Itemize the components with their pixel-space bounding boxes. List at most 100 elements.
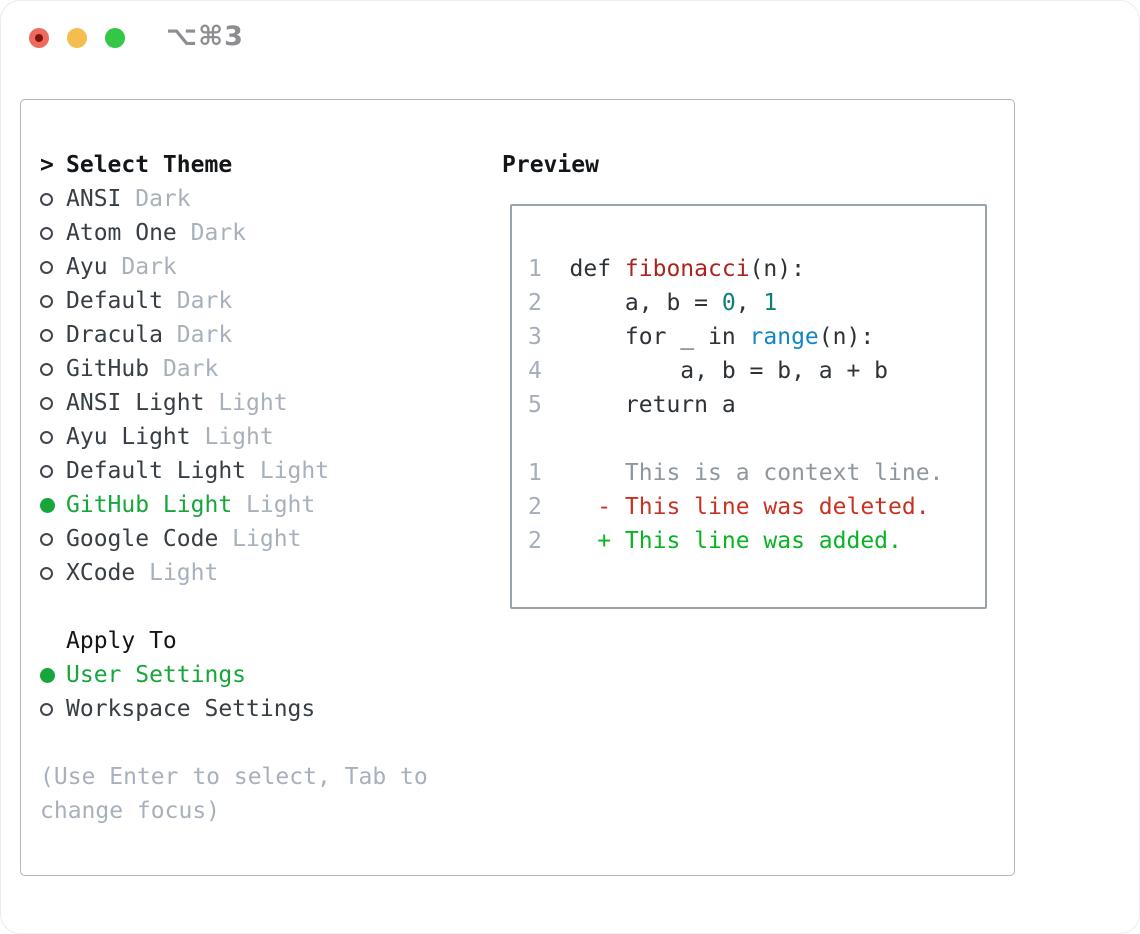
- code-token-number: 1: [763, 290, 778, 316]
- code-token-diff_deleted: - This line was deleted.: [569, 494, 930, 520]
- preview-title: Preview: [502, 152, 599, 178]
- line-number: 1: [528, 460, 542, 486]
- option-label: Default: [66, 288, 163, 314]
- option-label: GitHub Light: [66, 492, 233, 518]
- preview-code-line: 3 for _ in range(n):: [528, 320, 969, 354]
- preview-code-line: 1 def fibonacci(n):: [528, 252, 969, 286]
- radio-unselected-icon: [40, 430, 66, 444]
- code-token-code_text: (n):: [749, 256, 805, 282]
- preview-code-line: 2 + This line was added.: [528, 524, 969, 558]
- theme-option-ansi-light[interactable]: ANSI Light Light: [40, 386, 502, 420]
- preview-code-line: 2 a, b = 0, 1: [528, 286, 969, 320]
- variant-label: Dark: [162, 288, 233, 314]
- code-token-diff_added: + This line was added.: [569, 528, 902, 554]
- radio-unselected-icon: [40, 464, 66, 478]
- preview-code-line: 1 This is a context line.: [528, 456, 969, 490]
- line-number: 4: [528, 358, 542, 384]
- option-label: XCode: [66, 560, 136, 586]
- radio-selected-icon: [40, 497, 66, 513]
- radio-unselected-icon: [40, 260, 66, 274]
- theme-option-default-light[interactable]: Default Light Light: [40, 454, 502, 488]
- window-title: ⌥⌘3: [166, 21, 244, 52]
- radio-unselected-icon: [40, 362, 66, 376]
- minimize-button[interactable]: [67, 28, 87, 48]
- variant-label: Dark: [162, 322, 233, 348]
- cursor-marker: >: [40, 152, 66, 178]
- select-theme-title: Select Theme: [66, 152, 233, 178]
- traffic-lights: [29, 28, 125, 48]
- radio-unselected-icon: [40, 294, 66, 308]
- preview-code-line: [528, 422, 969, 456]
- option-label: Google Code: [66, 526, 219, 552]
- radio-unselected-icon: [40, 566, 66, 580]
- radio-unselected-icon: [40, 226, 66, 240]
- spacer: [40, 726, 502, 760]
- select-theme-header: > Select Theme: [40, 148, 502, 182]
- code-token-code_text: ,: [735, 290, 764, 316]
- zoom-button[interactable]: [105, 28, 125, 48]
- option-label: Atom One: [66, 220, 177, 246]
- option-label: GitHub: [66, 356, 150, 382]
- radio-unselected-icon: [40, 532, 66, 546]
- radio-unselected-icon: [40, 192, 66, 206]
- theme-option-google-code[interactable]: Google Code Light: [40, 522, 502, 556]
- option-label: Default Light: [66, 458, 247, 484]
- radio-unselected-icon: [40, 702, 66, 716]
- code-token-function: fibonacci: [624, 256, 750, 282]
- code-token-code_text: return a: [569, 392, 736, 418]
- variant-label: Light: [190, 424, 274, 450]
- variant-label: Dark: [176, 220, 247, 246]
- theme-option-github-light[interactable]: GitHub Light Light: [40, 488, 502, 522]
- apply-option-workspace-settings[interactable]: Workspace Settings: [40, 692, 502, 726]
- preview-code-line: 2 - This line was deleted.: [528, 490, 969, 524]
- variant-label: Light: [218, 526, 302, 552]
- cursor-glyph: >: [40, 152, 54, 178]
- theme-option-github[interactable]: GitHub Dark: [40, 352, 502, 386]
- preview-code-line: 5 return a: [528, 388, 969, 422]
- option-label: ANSI Light: [66, 390, 205, 416]
- line-number: 2: [528, 494, 542, 520]
- preview-code-line: 4 a, b = b, a + b: [528, 354, 969, 388]
- apply-option-user-settings[interactable]: User Settings: [40, 658, 502, 692]
- code-token-code_text: def: [569, 256, 625, 282]
- hint-text-line-1: (Use Enter to select, Tab to: [40, 764, 428, 790]
- hint-text-line-2: change focus): [40, 798, 221, 824]
- radio-unselected-icon: [40, 396, 66, 410]
- theme-option-ansi[interactable]: ANSI Dark: [40, 182, 502, 216]
- option-label: User Settings: [66, 662, 247, 688]
- code-token-context: This is a context line.: [569, 460, 944, 486]
- theme-option-default[interactable]: Default Dark: [40, 284, 502, 318]
- code-token-builtin: range: [749, 324, 819, 350]
- variant-label: Dark: [121, 186, 191, 212]
- code-token-code_text: (n):: [818, 324, 875, 350]
- close-button[interactable]: [29, 28, 49, 48]
- theme-option-ayu-light[interactable]: Ayu Light Light: [40, 420, 502, 454]
- title-bar: ⌥⌘3: [1, 1, 1139, 71]
- code-token-code_text: a, b = b, a + b: [569, 358, 889, 384]
- option-label: Ayu Light: [66, 424, 191, 450]
- theme-option-dracula[interactable]: Dracula Dark: [40, 318, 502, 352]
- variant-label: Light: [232, 492, 316, 518]
- option-label: Workspace Settings: [66, 696, 316, 722]
- line-number: 2: [528, 528, 542, 554]
- theme-option-xcode[interactable]: XCode Light: [40, 556, 502, 590]
- line-number: 5: [528, 392, 542, 418]
- option-label: ANSI: [66, 186, 122, 212]
- theme-option-atom-one[interactable]: Atom One Dark: [40, 216, 502, 250]
- option-label: Dracula: [66, 322, 163, 348]
- line-number: 3: [528, 324, 542, 350]
- line-number: 2: [528, 290, 542, 316]
- variant-label: Light: [135, 560, 219, 586]
- variant-label: Light: [204, 390, 288, 416]
- theme-option-ayu[interactable]: Ayu Dark: [40, 250, 502, 284]
- line-number: 1: [528, 256, 542, 282]
- radio-selected-icon: [40, 667, 66, 683]
- radio-unselected-icon: [40, 328, 66, 342]
